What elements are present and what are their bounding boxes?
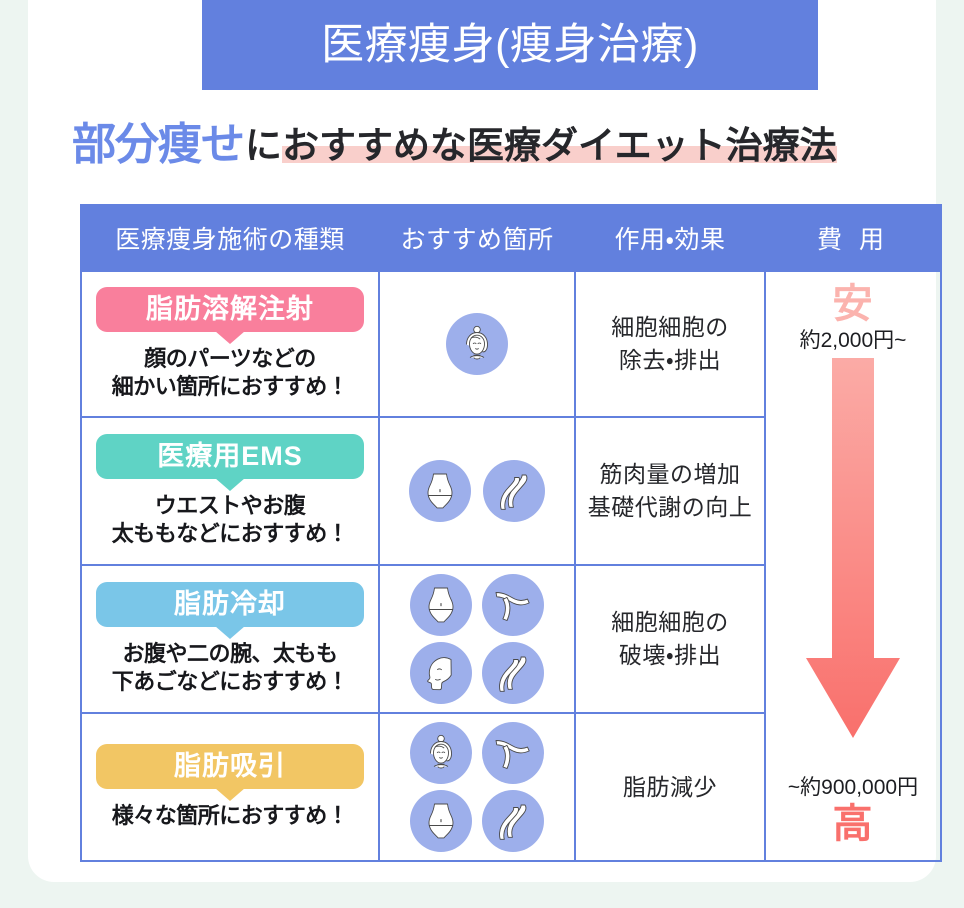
- row2-type-cell: 医療用EMS ウエストやお腹 太ももなどにおすすめ！: [80, 416, 380, 566]
- row3-badge-wrap: 脂肪冷却: [96, 582, 364, 640]
- header-type: 医療痩身施術の種類: [80, 204, 380, 272]
- cost-high-label: 高: [832, 802, 874, 846]
- face-icon: [446, 313, 508, 375]
- leg-icon: [482, 642, 544, 704]
- row2-effect: 筋肉量の増加 基礎代謝の向上: [587, 461, 753, 520]
- cost-arrow-icon: [806, 358, 900, 784]
- cost-cell: 安 約2,000円~: [764, 270, 942, 862]
- row1-effect: 細胞細胞の 除去・排出: [611, 314, 729, 373]
- row3-badge-notch: [215, 626, 245, 640]
- table-row: 医療用EMS ウエストやお腹 太ももなどにおすすめ！: [80, 416, 941, 566]
- row2-badge-wrap: 医療用EMS: [96, 434, 364, 492]
- row4-icon-grid: [404, 722, 550, 852]
- cost-inner: 安 約2,000円~: [766, 272, 940, 860]
- row1-icon-grid: [380, 313, 574, 375]
- row1-area-cell: [378, 270, 576, 418]
- row4-badge-notch: [215, 788, 245, 802]
- row3-area-cell: [378, 564, 576, 714]
- row1-type-cell: 脂肪溶解注射 顔のパーツなどの 細かい箇所におすすめ！: [80, 270, 380, 418]
- row3-effect-cell: 細胞細胞の 破壊・排出: [574, 564, 766, 714]
- cost-high-amount: ~約900,000円: [787, 776, 919, 799]
- subtitle-highlighted-text: おすすめな医療ダイエット治療法: [282, 124, 837, 166]
- row1-description: 顔のパーツなどの 細かい箇所におすすめ！: [111, 346, 349, 399]
- table-header-row: 医療痩身施術の種類 おすすめ箇所 作用・効果 費 用: [80, 204, 942, 272]
- face-icon: [410, 722, 472, 784]
- row4-badge-wrap: 脂肪吸引: [96, 744, 364, 802]
- subtitle: 部分痩せにおすすめな医療ダイエット治療法: [72, 112, 948, 178]
- table-row: 脂肪吸引 様々な箇所におすすめ！: [80, 712, 941, 862]
- subtitle-highlight-wrap: おすすめな医療ダイエット治療法: [282, 127, 837, 164]
- header-cost: 費 用: [764, 204, 942, 272]
- treatment-table: 医療痩身施術の種類 おすすめ箇所 作用・効果 費 用 脂肪溶解注射 顔のパーツな…: [80, 204, 942, 862]
- header-effect: 作用・効果: [574, 204, 766, 272]
- row3-effect: 細胞細胞の 破壊・排出: [611, 609, 729, 668]
- torso-icon: [410, 790, 472, 852]
- arm-icon: [482, 722, 544, 784]
- infographic-card: 医療痩身(痩身治療) 部分痩せにおすすめな医療ダイエット治療法 医療痩身施術の種…: [28, 0, 942, 882]
- page-title: 医療痩身(痩身治療): [321, 20, 699, 69]
- row3-description: お腹や二の腕、太もも 下あごなどにおすすめ！: [111, 641, 349, 694]
- title-banner: 医療痩身(痩身治療): [202, 0, 818, 90]
- row2-description: ウエストやお腹 太ももなどにおすすめ！: [111, 493, 349, 546]
- row4-type-cell: 脂肪吸引 様々な箇所におすすめ！: [80, 712, 380, 862]
- table-row: 脂肪溶解注射 顔のパーツなどの 細かい箇所におすすめ！: [80, 270, 942, 862]
- subtitle-connector: に: [245, 124, 282, 166]
- header-area: おすすめ箇所: [378, 204, 576, 272]
- subtitle-accent: 部分痩せ: [72, 120, 245, 169]
- cost-low-amount: 約2,000円~: [799, 329, 907, 352]
- torso-icon: [409, 460, 471, 522]
- row2-effect-cell: 筋肉量の増加 基礎代謝の向上: [574, 416, 766, 566]
- cost-low-label: 安: [832, 282, 874, 326]
- face-profile-icon: [410, 642, 472, 704]
- table-row: 脂肪冷却 お腹や二の腕、太もも 下あごなどにおすすめ！: [80, 564, 941, 714]
- row2-badge-notch: [215, 478, 245, 492]
- row1-effect-cell: 細胞細胞の 除去・排出: [574, 270, 766, 418]
- row2-area-cell: [378, 416, 576, 566]
- row4-effect: 脂肪減少: [623, 773, 717, 800]
- row1-badge-wrap: 脂肪溶解注射: [96, 287, 364, 345]
- row1-badge: 脂肪溶解注射: [96, 287, 364, 333]
- row4-badge: 脂肪吸引: [96, 744, 364, 790]
- row4-effect-cell: 脂肪減少: [574, 712, 766, 862]
- row3-badge: 脂肪冷却: [96, 582, 364, 628]
- row4-description: 様々な箇所におすすめ！: [111, 803, 349, 829]
- row2-icon-grid: [380, 460, 574, 522]
- subtitle-highlight-band: [282, 145, 837, 163]
- arm-icon: [482, 574, 544, 636]
- row3-icon-grid: [404, 574, 550, 704]
- row1-badge-notch: [215, 331, 245, 345]
- leg-icon: [483, 460, 545, 522]
- torso-icon: [410, 574, 472, 636]
- row3-type-cell: 脂肪冷却 お腹や二の腕、太もも 下あごなどにおすすめ！: [80, 564, 380, 714]
- leg-icon: [482, 790, 544, 852]
- row4-area-cell: [378, 712, 576, 862]
- row2-badge: 医療用EMS: [96, 434, 364, 480]
